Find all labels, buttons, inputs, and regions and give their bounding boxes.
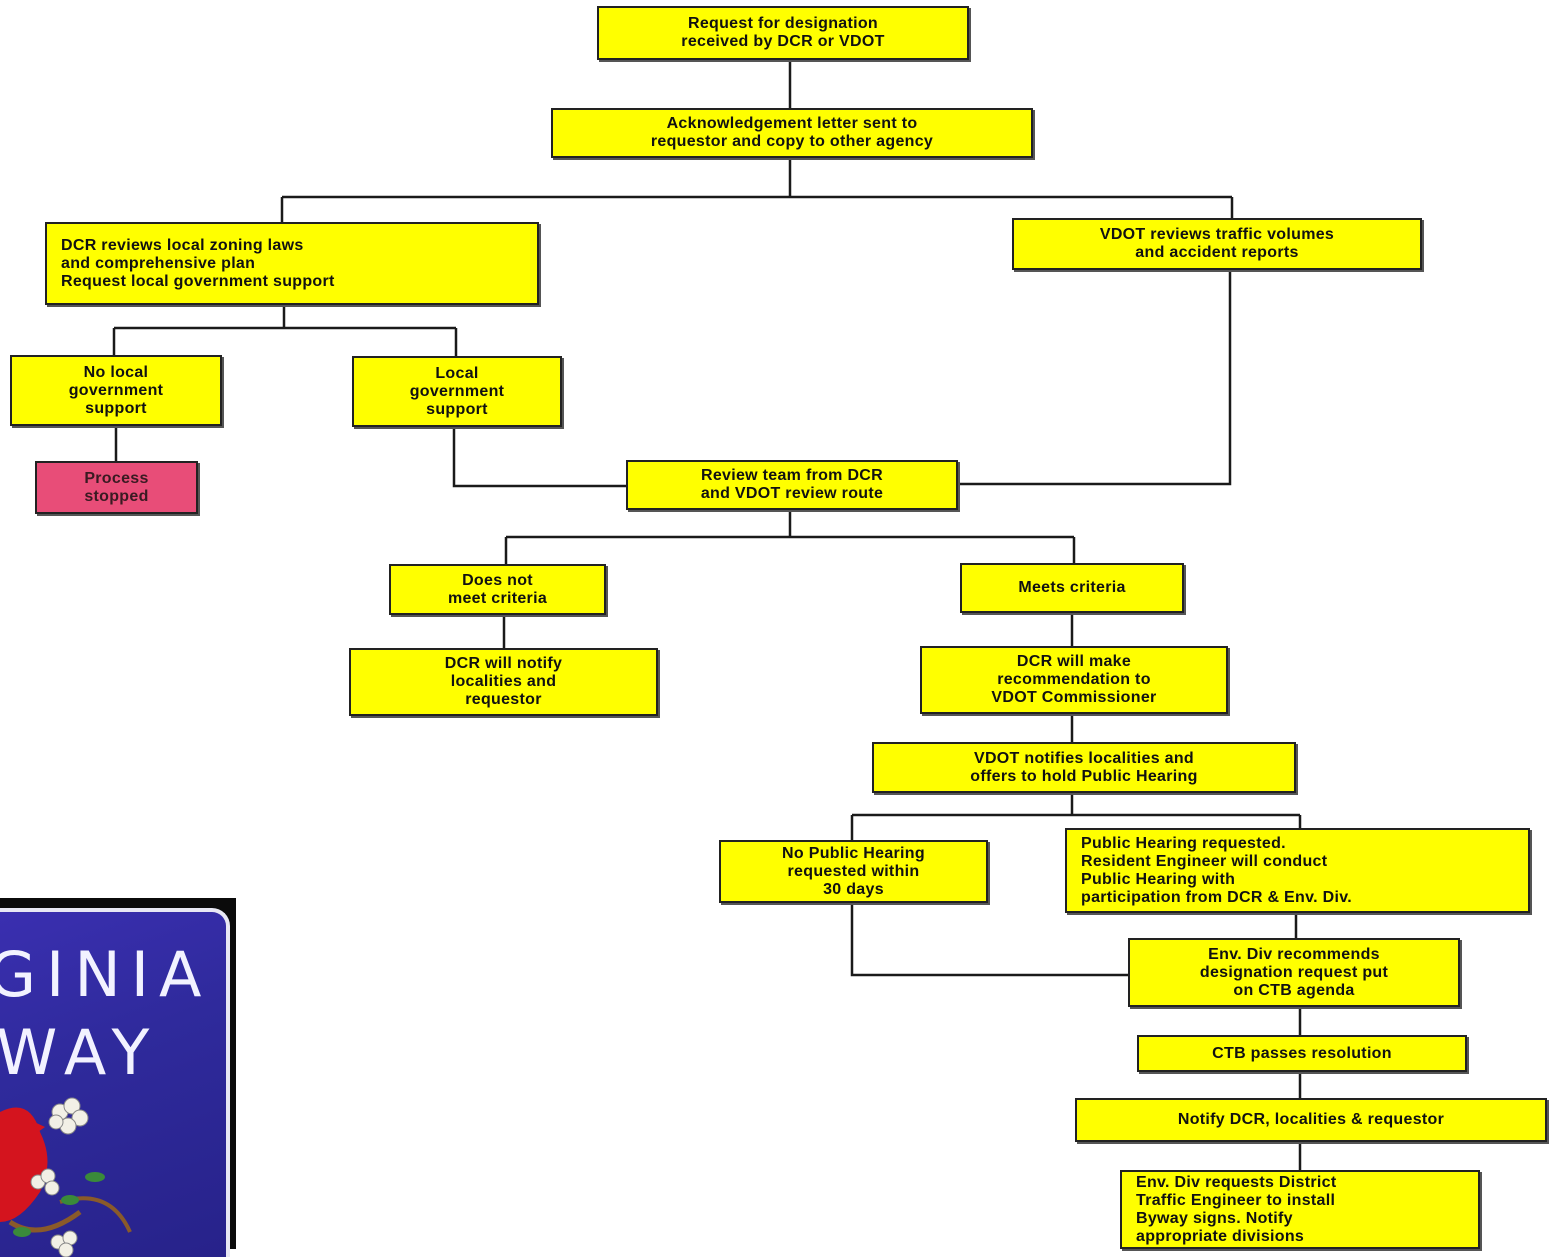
vdot-review-box: VDOT reviews traffic volumes and acciden… [1012,218,1422,270]
meets-criteria-box: Meets criteria [960,563,1184,613]
sign-line-1: GINIA [0,938,212,1011]
review-team-box: Review team from DCR and VDOT review rou… [626,460,958,510]
sign-panel: GINIA WAY [0,908,230,1257]
acknowledgement-box: Acknowledgement letter sent to requestor… [551,108,1033,158]
connector-dcr-split [112,305,458,356]
notify-dcr-box: Notify DCR, localities & requestor [1075,1098,1547,1142]
dcr-recommend-box: DCR will make recommendation to VDOT Com… [920,646,1228,714]
vdot-notifies-box: VDOT notifies localities and offers to h… [872,742,1296,793]
connector-nohearing-env [850,903,1128,977]
local-support-box: Local government support [352,356,562,427]
env-recommends-box: Env. Div recommends designation request … [1128,938,1460,1007]
no-public-hearing-box: No Public Hearing requested within 30 da… [719,840,988,903]
sign-line-2: WAY [0,1016,160,1089]
virginia-byway-sign: GINIA WAY [0,898,236,1257]
connector-ack-split [280,158,1234,222]
ctb-passes-box: CTB passes resolution [1137,1035,1467,1072]
no-local-support-box: No local government support [10,355,222,426]
dcr-review-box: DCR reviews local zoning laws and compre… [45,222,539,305]
install-signs-box: Env. Div requests District Traffic Engin… [1120,1170,1480,1249]
connector-vdot-split [850,793,1302,840]
does-not-meet-box: Does not meet criteria [389,564,606,615]
public-hearing-requested-box: Public Hearing requested. Resident Engin… [1065,828,1530,913]
process-stopped-box: Process stopped [35,461,198,514]
connector-review-split [504,510,1076,564]
dcr-notify-box: DCR will notify localities and requestor [349,648,658,716]
request-box: Request for designation received by DCR … [597,6,969,60]
cardinal-dogwood-icon [0,1097,132,1257]
connector-vdot-review [958,270,1232,486]
connector-support-review [452,427,626,488]
